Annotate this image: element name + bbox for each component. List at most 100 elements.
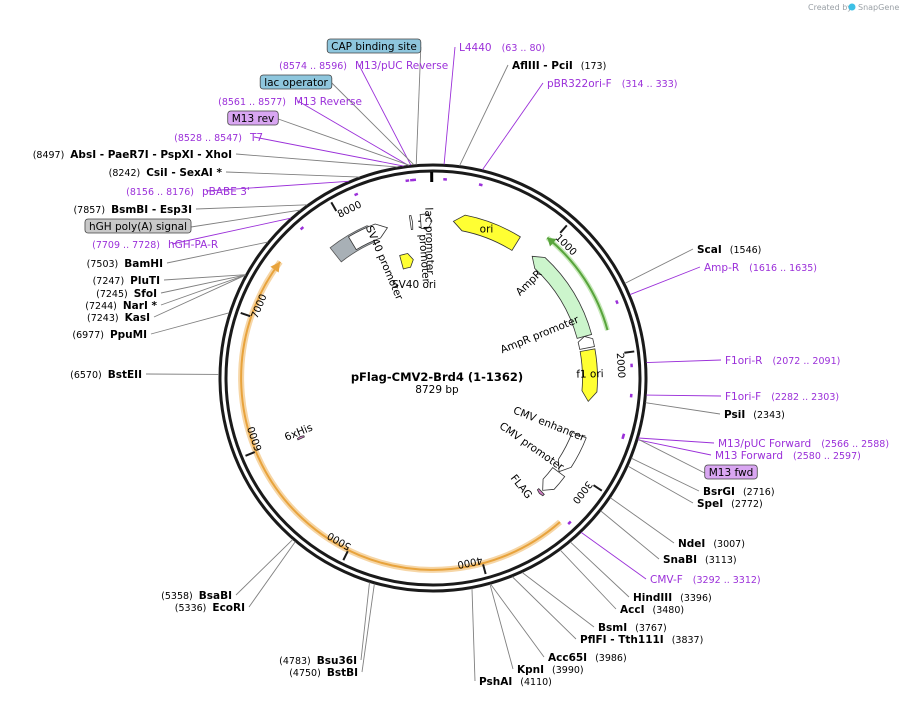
primer-line-amp-r — [629, 266, 701, 296]
box-label-m13-rev: M13 rev — [232, 113, 275, 125]
enzyme-line-bsrgi — [631, 457, 700, 492]
enzyme-pos-kasi: (7243) — [87, 313, 119, 324]
primer-name-f1ori-f: F1ori-F — [725, 391, 761, 403]
feature-label-lac-promoter: lac promoter — [422, 207, 436, 275]
box-lac-operator — [259, 74, 333, 90]
enzyme-pos-bsmi: (3767) — [635, 623, 667, 634]
enzyme-pos-pshai: (4110) — [520, 677, 552, 688]
plasmid-name: pFlag-CMV2-Brd4 (1-1362) — [351, 370, 523, 384]
enzyme-line-ecori — [248, 541, 296, 608]
primer-pos-m13-forward: (2580 .. 2597) — [793, 451, 861, 462]
enzyme-name-csii-sexai: CsiI - SexAI * — [146, 167, 222, 179]
enzyme-name-bsu36i: Bsu36I — [317, 655, 357, 667]
credit-prefix: Created by — [808, 3, 852, 12]
feature-label-t7-promoter: T7 promoter — [415, 216, 432, 284]
enzyme-name-bsrgi: BsrGI — [703, 486, 735, 498]
enzyme-line-acc65i — [490, 583, 545, 658]
enzyme-pos-bstbi: (4750) — [289, 668, 321, 679]
primer-pos-hgh-pa-r: (7709 .. 7728) — [92, 240, 160, 251]
feature-cmv-enhancer — [558, 431, 587, 473]
enzyme-name-bamhi: BamHI — [124, 258, 163, 270]
enzyme-name-ppumi: PpuMI — [110, 329, 147, 341]
primer-pos-m13-puc-forward: (2566 .. 2588) — [821, 439, 889, 450]
enzyme-line-pshai — [471, 588, 476, 682]
backbone-inner — [224, 169, 642, 587]
primer-mark-amp-r — [615, 299, 619, 305]
feature-label-ori: ori — [480, 223, 494, 235]
tick-label-3000: 3000 — [570, 479, 594, 506]
box-label-cap-binding-site: CAP binding site — [331, 41, 417, 53]
enzyme-line-bsu36i — [360, 582, 370, 661]
enzyme-line-absi-paer7i-pspxi-xhoi — [235, 153, 398, 168]
feature-ampr-promoter — [577, 335, 595, 350]
enzyme-line-sfoi — [160, 274, 246, 294]
enzyme-name-kpni: KpnI — [517, 664, 544, 676]
feature-lac-promoter — [419, 213, 433, 229]
primer-name-pbr322ori-f: pBR322ori-F — [547, 78, 612, 90]
backbone-outer — [218, 163, 648, 593]
enzyme-name-absi-paer7i-pspxi-xhoi: AbsI - PaeR7I - PspXI - XhoI — [70, 149, 232, 161]
primer-name-m13-reverse: M13 Reverse — [294, 96, 362, 108]
primer-pos-t7: (8528 .. 8547) — [174, 133, 242, 144]
primer-name-l4440: L4440 — [459, 42, 492, 54]
box-line-m13-rev — [278, 118, 410, 166]
snapgene-logo-icon — [848, 3, 856, 11]
enzyme-pos-psii: (2343) — [753, 410, 785, 421]
tick-label-7000: 7000 — [250, 293, 270, 321]
primer-name-amp-r: Amp-R — [704, 262, 739, 274]
box-label-lac-operator: lac operator — [264, 77, 328, 89]
tick-mark-8000 — [330, 201, 338, 212]
labels-layer: AflIII - PciI(173)ScaI(1546)PsiI(2343)Bs… — [33, 38, 889, 688]
enzyme-pos-scai: (1546) — [730, 245, 762, 256]
primer-pos-f1ori-r: (2072 .. 2091) — [772, 356, 840, 367]
enzyme-name-hindiii: HindIII — [633, 592, 672, 604]
tick-label-2000: 2000 — [614, 352, 627, 378]
enzyme-name-bsabi: BsaBI — [199, 590, 232, 602]
enzyme-pos-snabi: (3113) — [705, 555, 737, 566]
primer-line-pbabe-3 — [205, 180, 349, 192]
feature-flag — [536, 488, 545, 497]
plasmid-length: 8729 bp — [415, 384, 459, 396]
enzyme-name-bsmi: BsmI — [598, 622, 627, 634]
enzyme-name-acc65i: Acc65I — [548, 652, 587, 664]
tick-mark-6000 — [245, 451, 256, 457]
primer-line-pbr322ori-f — [482, 82, 544, 171]
feature-ori — [452, 214, 521, 252]
feature-f1-ori — [579, 348, 598, 403]
box-line-lac-operator — [331, 82, 415, 166]
enzyme-pos-absi-paer7i-pspxi-xhoi: (8497) — [33, 150, 65, 161]
tick-mark-5000 — [342, 550, 349, 561]
feature-t7-promoter — [408, 215, 414, 231]
primer-pos-f1ori-f: (2282 .. 2303) — [771, 392, 839, 403]
primer-pos-m13-puc-reverse: (8574 .. 8596) — [279, 61, 347, 72]
enzyme-pos-ecori: (5336) — [175, 603, 207, 614]
primer-line-m13-reverse — [297, 100, 409, 166]
enzyme-line-afliii-pcii — [459, 64, 509, 166]
enzyme-line-ppumi — [150, 312, 230, 335]
enzyme-pos-bsu36i: (4783) — [279, 656, 311, 667]
enzyme-name-pflfi-tth111i: PflFI - Tth111I — [580, 634, 664, 646]
enzyme-pos-kpni: (3990) — [552, 665, 584, 676]
primer-pos-l4440: (63 .. 80) — [502, 43, 546, 54]
enzyme-name-psii: PsiI — [724, 409, 745, 421]
box-m13-rev — [227, 110, 279, 126]
tick-mark-1000 — [559, 224, 568, 234]
enzyme-line-bamhi — [166, 241, 268, 264]
enzyme-line-acci — [559, 549, 617, 610]
enzyme-pos-hindiii: (3396) — [680, 593, 712, 604]
primer-line-m13-forward — [637, 439, 712, 456]
primer-name-cmv-f: CMV-F — [650, 574, 683, 586]
enzyme-name-bstbi: BstBI — [327, 667, 358, 679]
enzyme-pos-afliii-pcii: (173) — [581, 61, 607, 72]
enzyme-name-bsmbi-esp3i: BsmBI - Esp3I — [111, 204, 192, 216]
primer-name-m13-puc-reverse: M13/pUC Reverse — [355, 60, 448, 72]
enzyme-name-pshai: PshAI — [479, 676, 512, 688]
enzyme-pos-pflfi-tth111i: (3837) — [672, 635, 704, 646]
enzyme-name-ndei: NdeI — [678, 538, 705, 550]
ampr-cds — [546, 236, 609, 331]
enzyme-line-snabi — [600, 510, 660, 560]
primer-mark-pbabe-3 — [354, 192, 359, 197]
enzyme-name-scai: ScaI — [697, 244, 722, 256]
primer-name-m13-puc-forward: M13/pUC Forward — [718, 438, 811, 450]
